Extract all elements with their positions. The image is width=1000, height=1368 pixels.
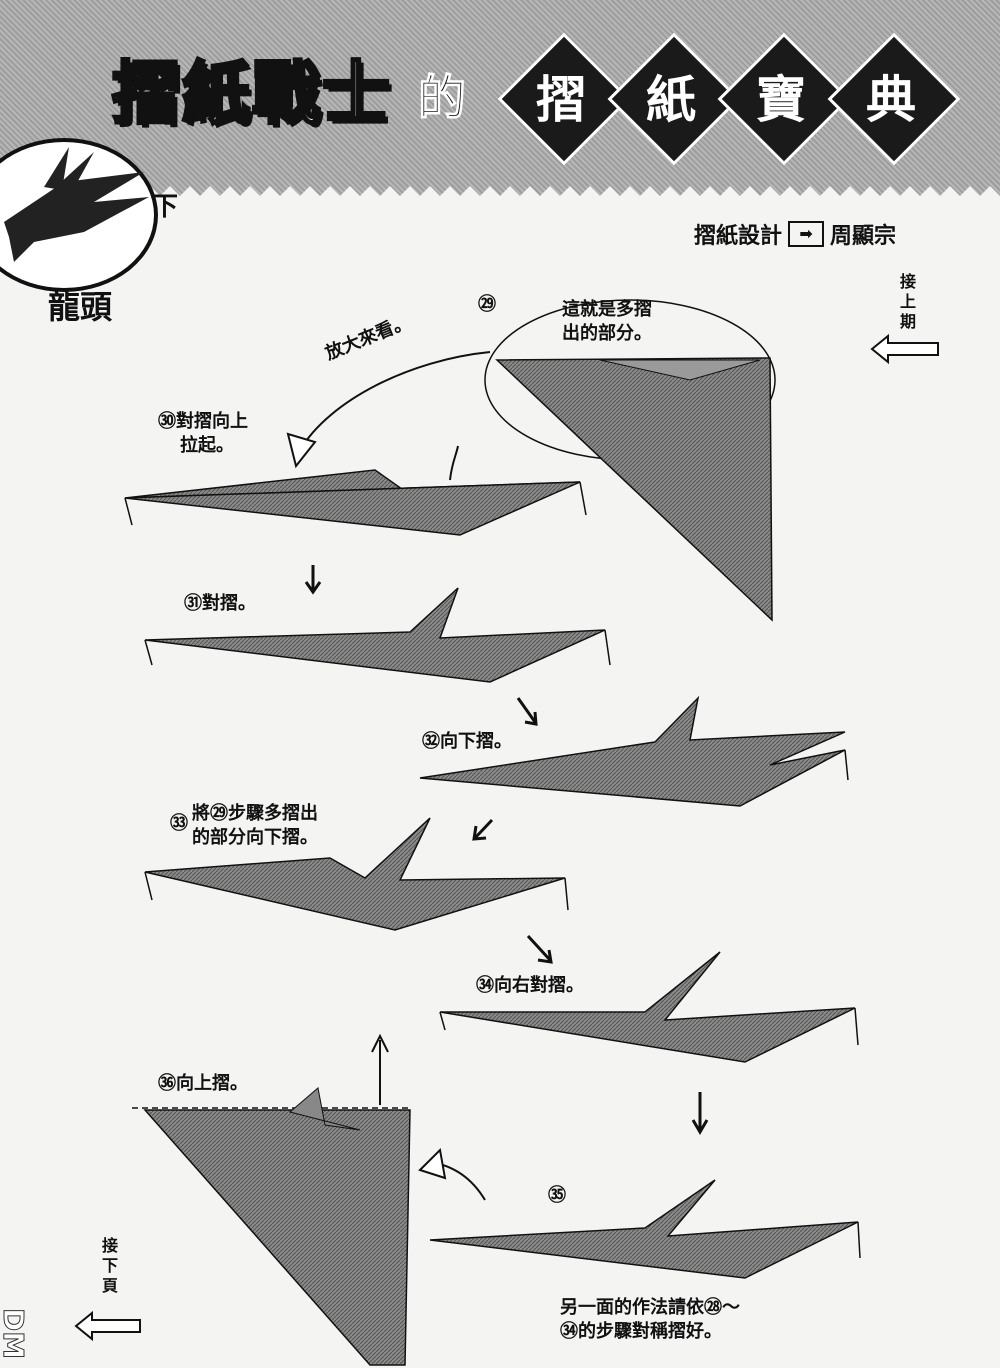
title-connector: 的 — [417, 70, 467, 127]
footer-note-line2: ㉞的步驟對稱摺好。 — [560, 1321, 722, 1342]
zoom-arrowhead-icon — [286, 432, 317, 469]
diamond-char-4: 典 — [866, 71, 916, 129]
step-31-diagram — [144, 587, 611, 683]
step-29-note-line1: 這就是多摺 — [562, 299, 652, 320]
step-33-diagram — [144, 817, 569, 931]
step-33-line2: 的部分向下摺。 — [192, 827, 318, 848]
step-29-note-line2: 出的部分。 — [562, 323, 652, 344]
step-32-diagram — [419, 695, 849, 807]
step-32-label: ㉜向下摺。 — [422, 731, 512, 752]
banner-jagged-edge — [0, 186, 1000, 210]
title-main: 摺紙戰士 — [110, 54, 393, 136]
step-29-diagram — [484, 299, 776, 622]
down-arrow-icon-5 — [691, 1092, 709, 1135]
step-36-diagram — [132, 1033, 486, 1366]
continued-from-note: 接上期 — [899, 272, 916, 331]
down-arrow-icon-2 — [516, 697, 538, 726]
step-35-number: ㉟ — [548, 1185, 566, 1206]
watermark: DM — [0, 1308, 31, 1360]
dragon-emblem — [0, 138, 158, 292]
section-title: 龍頭 — [48, 288, 113, 326]
volume-label: 下 — [152, 192, 179, 222]
design-credit: 摺紙設計 ➡ 周顯宗 — [694, 218, 896, 250]
down-arrow-icon-4 — [526, 934, 553, 964]
left-arrow-icon-top — [870, 333, 939, 365]
step-35-diagram — [429, 1179, 861, 1279]
step-36-label: ㊱向上摺。 — [158, 1073, 248, 1094]
step-34-label: ㉞向右對摺。 — [476, 975, 584, 996]
down-arrow-icon-3 — [472, 818, 494, 841]
step-34-diagram — [439, 951, 859, 1063]
dragon-icon — [4, 147, 149, 262]
zoom-arrow-icon — [299, 351, 491, 451]
down-arrow-icon-1 — [304, 565, 322, 595]
step-33-line1: 將㉙步驟多摺出 — [192, 803, 318, 824]
right-arrow-icon: ➡ — [788, 221, 825, 247]
step-29-number: ㉙ — [478, 294, 496, 315]
step-33-number: ㉝ — [170, 813, 188, 834]
diamond-char-2: 紙 — [646, 71, 696, 129]
step-30-diagram — [124, 445, 587, 536]
step-31-label: ㉛對摺。 — [184, 593, 256, 614]
diamond-char-3: 寶 — [756, 71, 806, 129]
credit-name: 周顯宗 — [830, 224, 897, 249]
continued-to-note: 接下頁 — [101, 1236, 118, 1295]
step-30-line1: ㉚對摺向上 — [158, 411, 248, 432]
left-arrow-icon-bottom — [74, 1310, 141, 1342]
step-30-line2: 拉起。 — [180, 435, 234, 456]
credit-prefix: 摺紙設計 — [694, 224, 783, 249]
diamond-char-1: 摺 — [536, 71, 586, 129]
footer-note-line1: 另一面的作法請依㉘～ — [560, 1297, 740, 1318]
